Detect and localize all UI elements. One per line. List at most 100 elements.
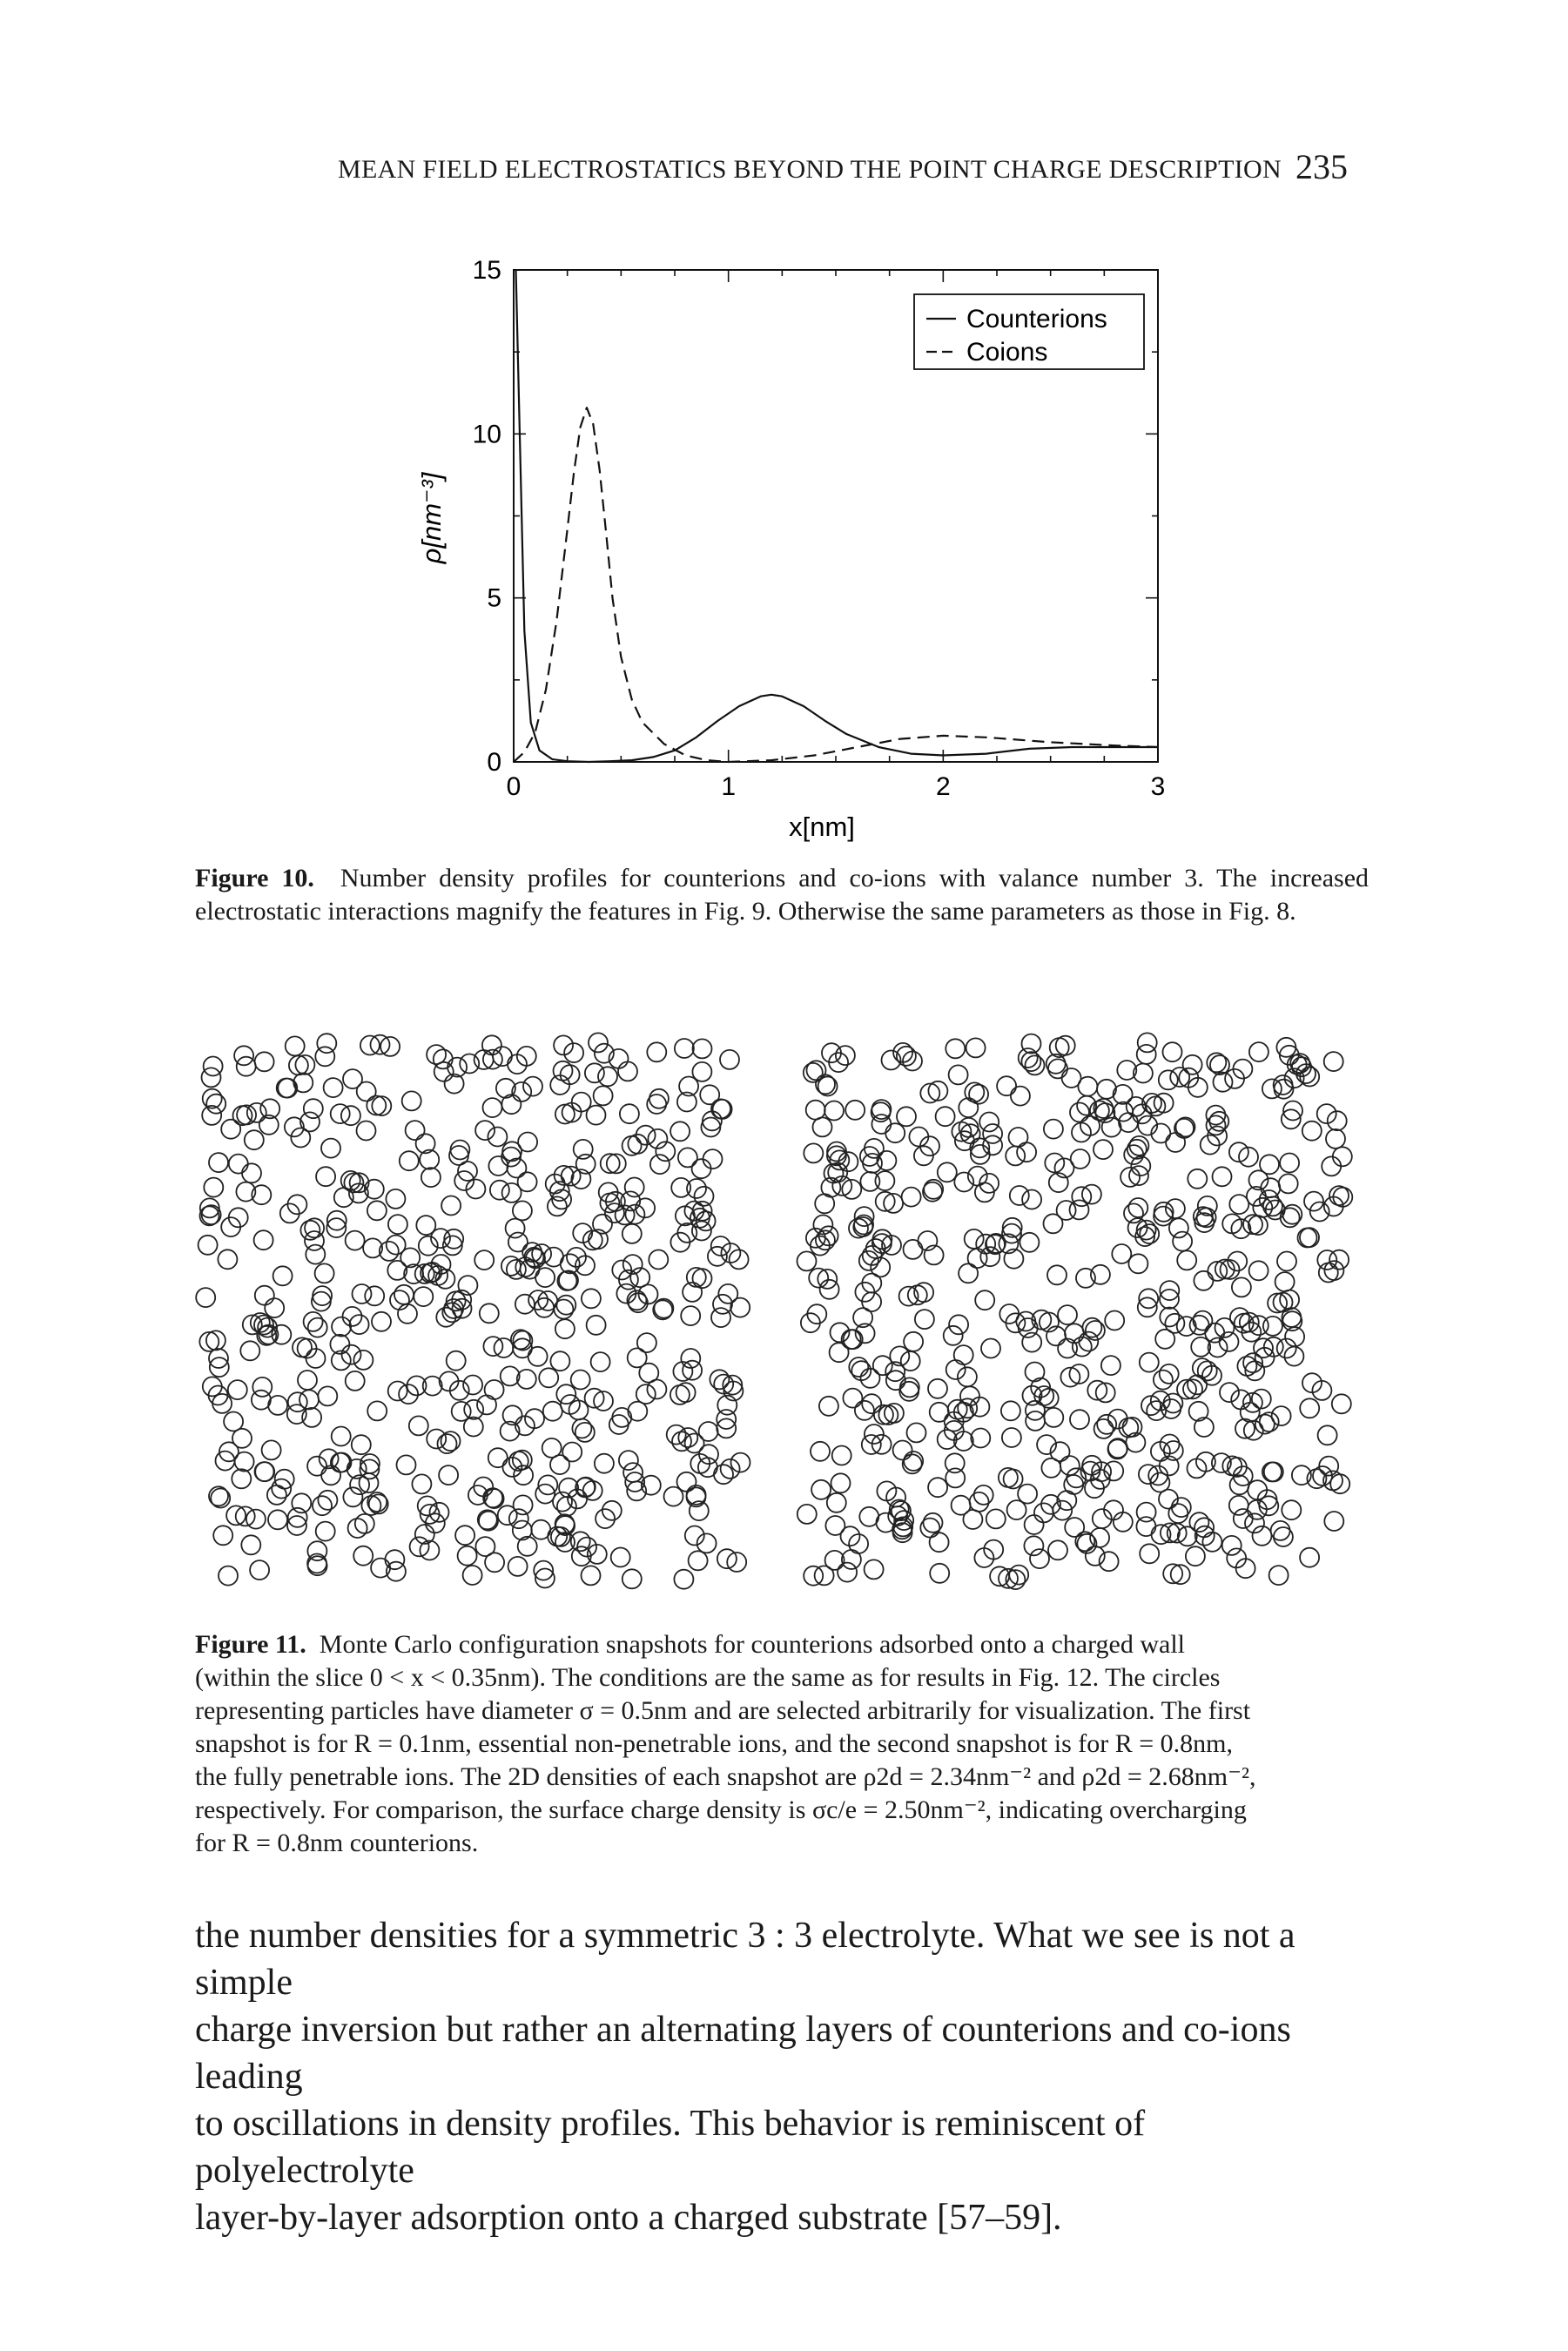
particle-circle (884, 1402, 905, 1424)
particle-circle (385, 1234, 407, 1256)
particle-circle (670, 1231, 691, 1253)
particle-circle (341, 1305, 363, 1327)
particle-circle (1248, 1041, 1269, 1063)
particle-circle (1291, 1465, 1312, 1486)
particle-circle (364, 1285, 386, 1307)
y-tick-label: 0 (487, 748, 501, 777)
particle-circle (601, 1499, 622, 1521)
particle-circle (691, 1038, 713, 1060)
particle-circle (998, 1233, 1020, 1255)
particle-circle (1056, 1490, 1078, 1512)
particle-circle (597, 1066, 618, 1088)
particle-circle (560, 1165, 582, 1187)
particle-circle (462, 1374, 484, 1396)
particle-circle (414, 1263, 435, 1284)
particle-circle (958, 1263, 979, 1284)
particle-circle (514, 1293, 535, 1315)
particle-circle (569, 1531, 591, 1553)
particle-circle (893, 1510, 915, 1531)
particle-circle (1162, 1563, 1184, 1585)
particle-circle (1019, 1231, 1040, 1253)
particle-circle (637, 1283, 659, 1305)
particle-circle (818, 1395, 839, 1417)
particle-circle (693, 1185, 715, 1207)
particle-circle (966, 1165, 988, 1187)
particle-circle (367, 1492, 388, 1512)
particle-circle (1187, 1168, 1208, 1189)
particle-circle (1194, 1417, 1215, 1438)
particle-circle (1279, 1207, 1301, 1229)
particle-circle (555, 1496, 577, 1517)
particle-circle (1227, 1250, 1248, 1272)
particle-circle (1322, 1051, 1344, 1072)
particle-circle (1150, 1524, 1172, 1546)
particle-circle (1316, 1425, 1338, 1446)
figure-11-line-4: snapshot is for R = 0.1nm, essential non… (195, 1729, 1234, 1758)
particle-circle (1262, 1461, 1284, 1483)
particle-circle (528, 1290, 549, 1310)
particle-circle (730, 1297, 751, 1318)
particle-circle (1008, 1564, 1030, 1586)
particle-circle (1107, 1408, 1128, 1430)
particle-circle (548, 1181, 570, 1202)
particle-circle (1002, 1468, 1024, 1490)
particle-circle (1323, 1511, 1345, 1532)
particle-circle (434, 1268, 456, 1290)
particle-circle (1043, 1406, 1065, 1428)
page-number: 235 (1295, 147, 1348, 186)
particle-circle (359, 1458, 380, 1480)
particle-circle (1153, 1092, 1174, 1114)
particle-circle (617, 1269, 639, 1290)
particle-circle (1112, 1511, 1134, 1533)
particle-circle (535, 1483, 556, 1505)
particle-circle (838, 1151, 859, 1173)
particle-circle (796, 1504, 818, 1525)
particle-circle (411, 1473, 433, 1495)
particle-circle (609, 1546, 631, 1568)
particle-circle (1295, 1063, 1316, 1084)
particle-circle (985, 1234, 1006, 1256)
particle-circle (1001, 1223, 1022, 1244)
particle-circle (1316, 1103, 1337, 1124)
particle-circle (1069, 1101, 1090, 1123)
particle-circle (621, 1223, 643, 1244)
particle-circle (1301, 1120, 1322, 1142)
particle-circle (655, 1141, 676, 1162)
particle-circle (1038, 1387, 1060, 1409)
particle-circle (1241, 1321, 1262, 1343)
particle-circle (253, 1314, 274, 1336)
particle-circle (973, 1547, 995, 1568)
particle-circle (462, 1416, 484, 1438)
particle-circle (259, 1098, 281, 1120)
particle-circle (384, 1549, 406, 1571)
particle-circle (683, 1432, 705, 1454)
particle-circle (1017, 1048, 1039, 1068)
particle-circle (1149, 1390, 1171, 1411)
particle-circle (728, 1249, 750, 1270)
particle-circle (348, 1314, 370, 1336)
particle-circle (1254, 1413, 1275, 1435)
particle-circle (1103, 1499, 1124, 1521)
particle-circle (443, 1073, 465, 1095)
particle-circle (197, 1234, 219, 1256)
particle-circle (571, 1418, 593, 1439)
particle-circle (1258, 1189, 1280, 1210)
figure-11-label: Figure 11. (195, 1630, 306, 1659)
particle-circle (537, 1474, 559, 1496)
particle-circle (717, 1394, 738, 1416)
particle-circle (1001, 1216, 1023, 1238)
figure-11-snapshots (195, 1032, 1354, 1590)
particle-circle (682, 1359, 703, 1381)
particle-circle (1052, 1499, 1073, 1521)
particle-circle (892, 1519, 912, 1540)
particle-circle (501, 1094, 522, 1115)
particle-circle (483, 1488, 505, 1509)
particle-circle (1299, 1398, 1321, 1419)
particle-circle (366, 1095, 387, 1116)
particle-circle (371, 1095, 393, 1116)
particle-circle (1064, 1517, 1086, 1538)
particle-circle (1248, 1260, 1269, 1282)
particle-circle (1331, 1146, 1353, 1168)
particle-circle (1228, 1142, 1249, 1163)
particle-circle (314, 1046, 336, 1068)
